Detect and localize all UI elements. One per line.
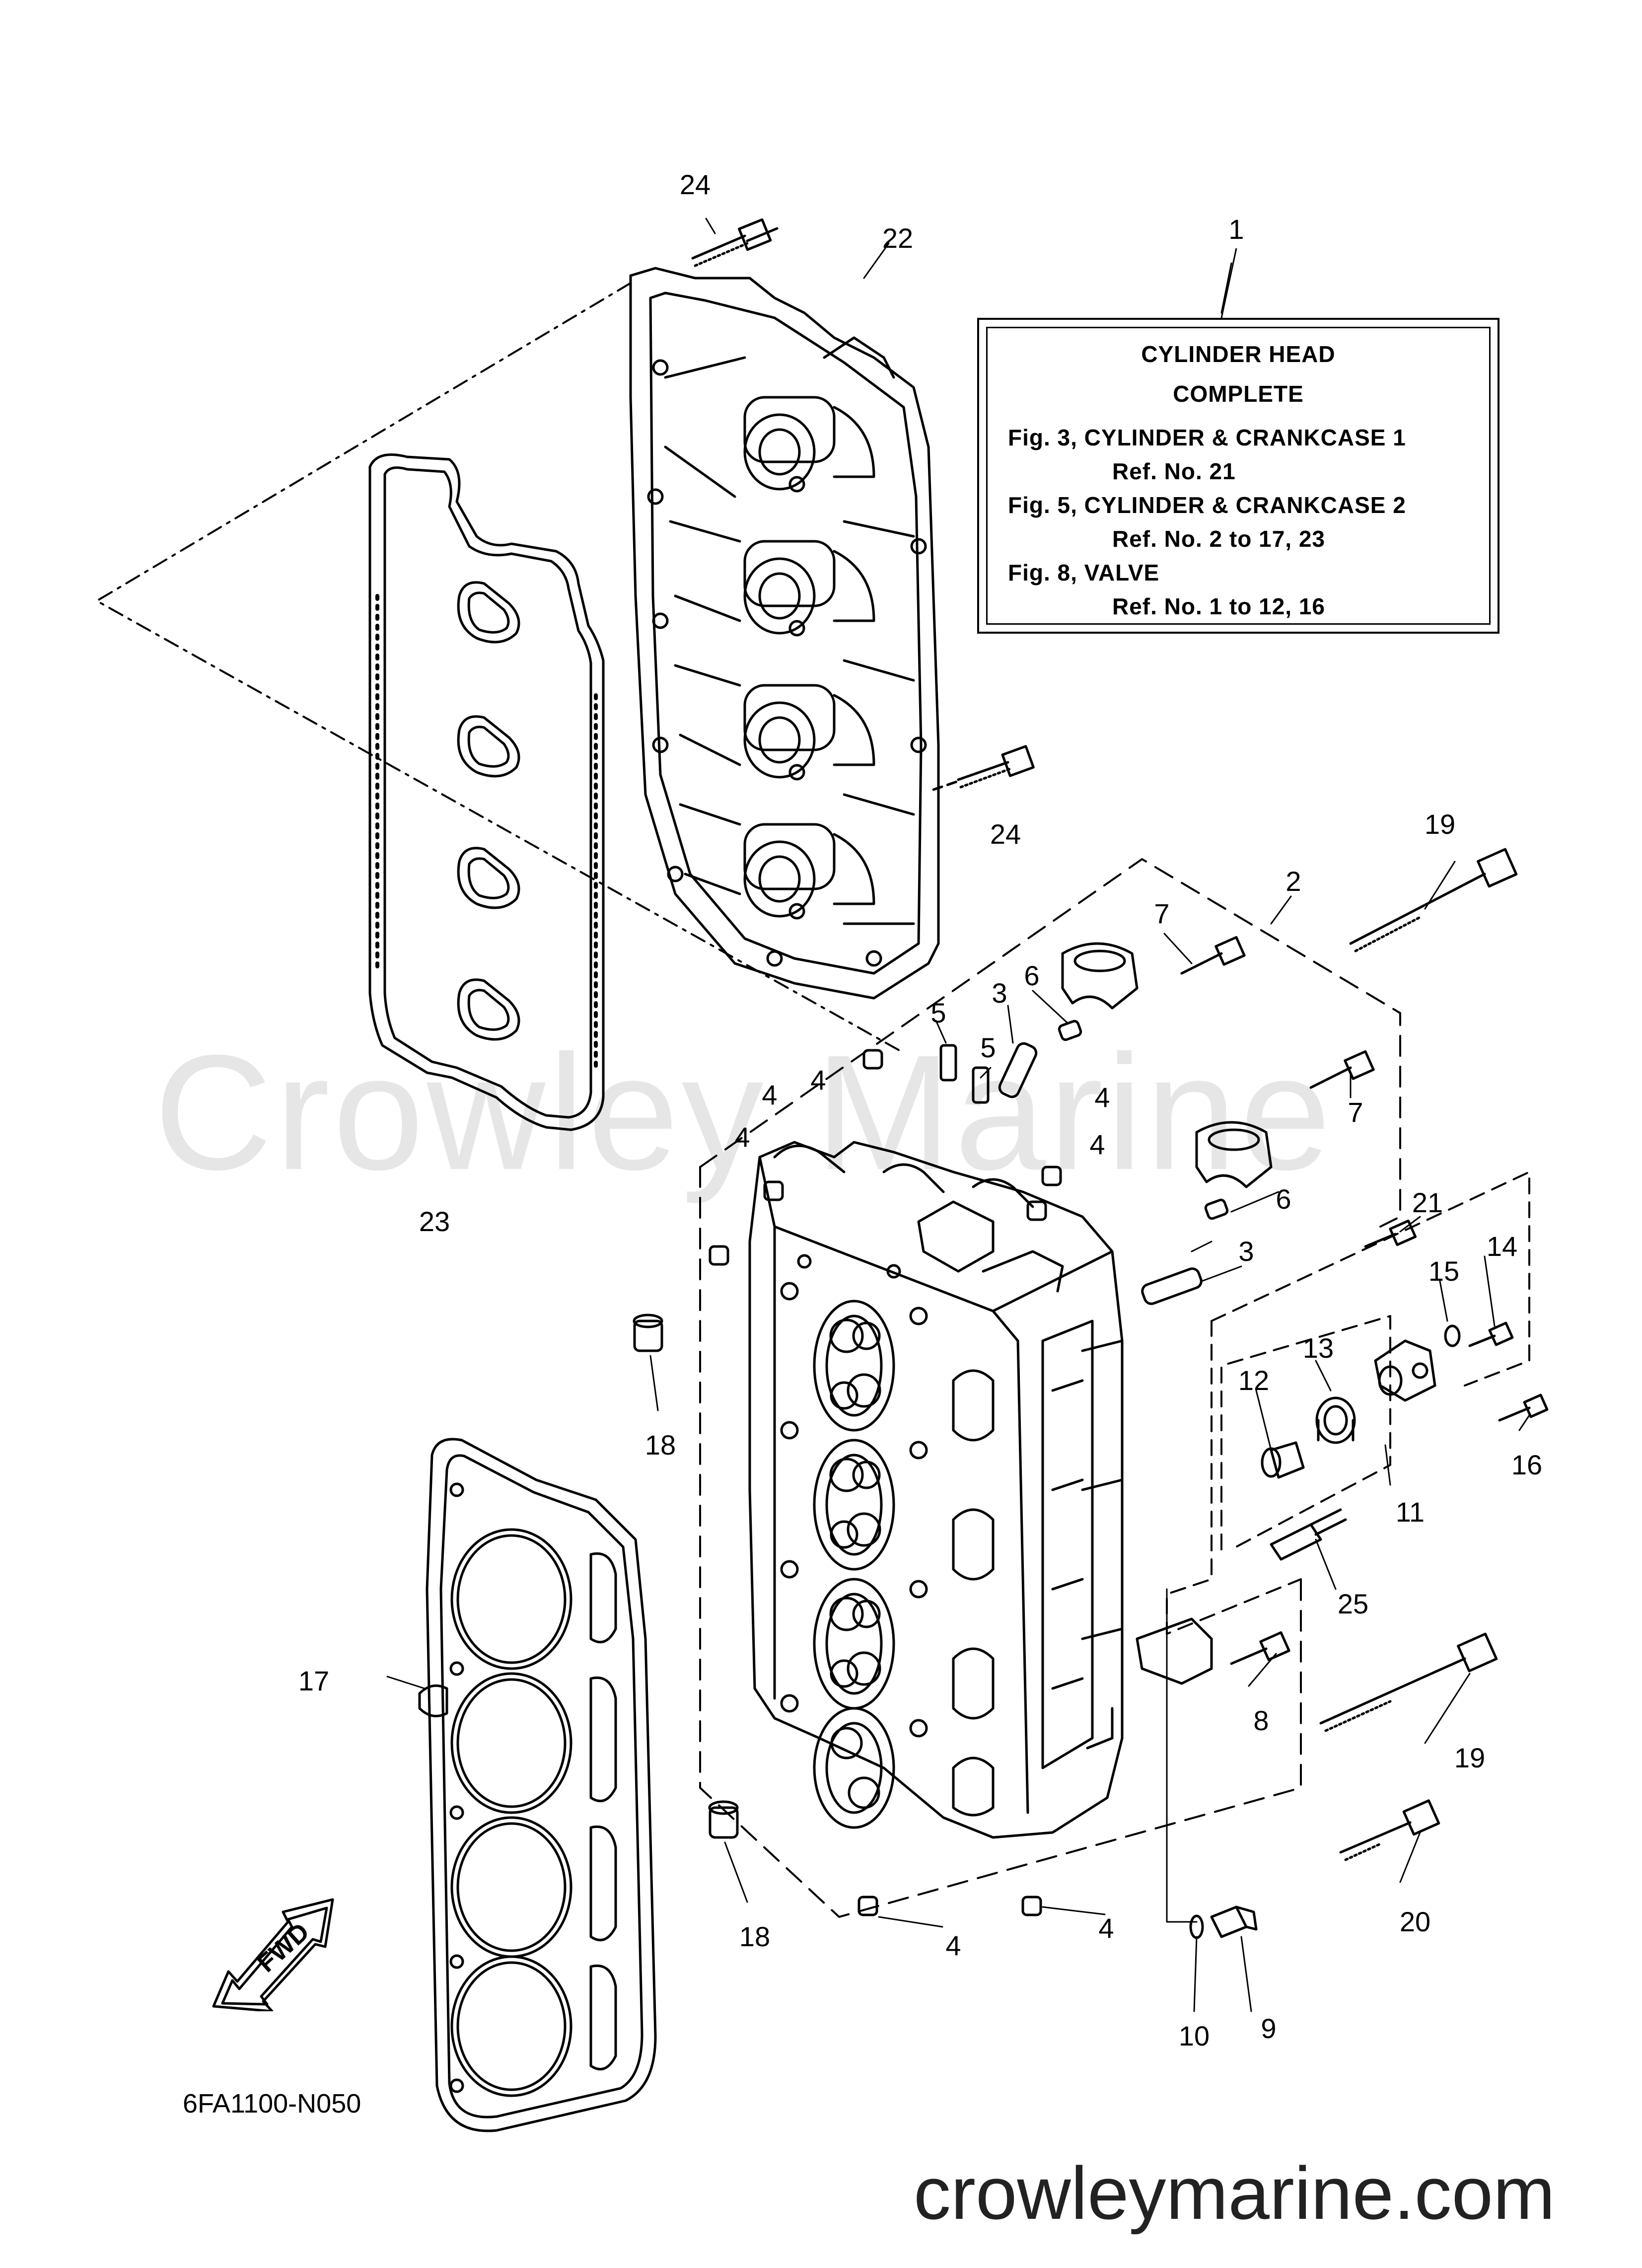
callout-18: 18 [739,1921,771,1952]
plug-9 [1210,1905,1258,1938]
pin-6-b [1204,1198,1229,1220]
note-title-line2: COMPLETE [1173,381,1304,407]
callout-4: 4 [945,1930,961,1961]
callout-4: 4 [762,1079,778,1110]
callout-3: 3 [992,977,1007,1009]
callout-13: 13 [1302,1332,1334,1364]
pin-5-b [972,1066,990,1104]
ref-2-dashed-boundary [699,858,1401,1228]
callout-19: 19 [1424,808,1456,840]
callout-9: 9 [1261,2013,1277,2044]
head-cover-gasket-23 [368,453,605,1131]
callout-4: 4 [1094,1082,1110,1113]
site-url-text: crowleymarine.com [914,2151,1555,2235]
bolt-7-b [1309,1050,1375,1089]
callout-4: 4 [1089,1129,1105,1160]
ref-11-dashed-boundary [1211,1171,1530,1550]
callout-21: 21 [1412,1187,1443,1218]
reference-note-box: CYLINDER HEAD COMPLETE Fig. 3, CYLINDER … [977,318,1499,634]
callout-20: 20 [1399,1906,1431,1937]
callout-8: 8 [1253,1705,1269,1736]
note-line: Fig. 3, CYLINDER & CRANKCASE 1 [1008,425,1406,450]
callout-10: 10 [1178,2020,1210,2051]
note-line: Fig. 5, CYLINDER & CRANKCASE 2 [1008,492,1406,518]
cap-4-set [709,1049,1062,1916]
head-cover-22 [629,267,940,1000]
washer-15 [1444,1324,1461,1347]
callout-5: 5 [980,1032,996,1063]
cam-cap-c [1136,1617,1213,1685]
callout-25: 25 [1337,1588,1369,1619]
bolt-7-a [1180,936,1246,975]
callout-14: 14 [1486,1231,1518,1262]
callout-4: 4 [810,1064,826,1096]
callout-1: 1 [1228,214,1244,245]
callout-12: 12 [1238,1365,1270,1396]
dowel-18-top [633,1314,663,1352]
callout-6: 6 [1024,960,1040,991]
cylinder-head [748,1141,1124,1839]
callout-15: 15 [1428,1255,1460,1287]
sensor-25 [1270,1508,1347,1561]
bolt-24-mid [932,745,1035,791]
callout-19: 19 [1454,1742,1486,1773]
bolt-19-bottom [1319,1632,1498,1732]
note-title-line1: CYLINDER HEAD [1141,341,1336,367]
callout-4: 4 [1098,1912,1114,1944]
diagram-part-code: 6FA1100-N050 [183,2089,361,2119]
cam-cap-a [1061,942,1139,1010]
head-gasket-17 [418,1438,657,2132]
pin-5-a [939,1044,957,1082]
bolt-19-top [1349,848,1518,952]
callout-5: 5 [930,997,946,1028]
seal-13 [1315,1396,1356,1444]
part-3-a [998,1042,1038,1098]
callout-3: 3 [1238,1236,1254,1267]
callout-16: 16 [1511,1449,1543,1480]
plug-12 [1261,1441,1305,1479]
part-3-b [1141,1267,1203,1305]
callout-11: 11 [1395,1496,1425,1528]
bolt-8 [1230,1631,1290,1665]
bolt-14 [1468,1321,1514,1347]
note-line: Ref. No. 1 to 12, 16 [1112,593,1326,619]
callout-2: 2 [1285,866,1301,897]
watermark-text: Crowley Marine [154,1021,1334,1204]
callout-24: 24 [679,169,711,200]
bolt-21 [1364,1219,1417,1248]
note-line: Ref. No. 21 [1112,458,1236,484]
callout-7: 7 [1348,1097,1363,1128]
note-line: Fig. 8, VALVE [1008,560,1160,585]
leader-lines [386,218,1530,2012]
callout-23: 23 [419,1206,450,1237]
callout-18: 18 [644,1429,676,1461]
bolt-24-top [691,218,779,267]
cam-cap-b [1195,1121,1273,1188]
callout-22: 22 [882,222,914,254]
washer-10 [1189,1914,1204,1939]
callout-17: 17 [298,1665,330,1696]
bolt-16 [1498,1393,1549,1422]
note-line: Ref. No. 2 to 17, 23 [1112,526,1326,552]
bolt-20 [1339,1799,1440,1861]
callout-24: 24 [990,818,1021,850]
pin-6-a [1058,1020,1082,1041]
bracket-sensor [1374,1339,1436,1402]
callout-4: 4 [734,1121,750,1153]
forward-arrow-icon: FWD [212,1898,334,2011]
dowel-18-bottom [708,1800,739,1839]
callout-6: 6 [1276,1183,1291,1215]
callout-7: 7 [1154,898,1170,929]
